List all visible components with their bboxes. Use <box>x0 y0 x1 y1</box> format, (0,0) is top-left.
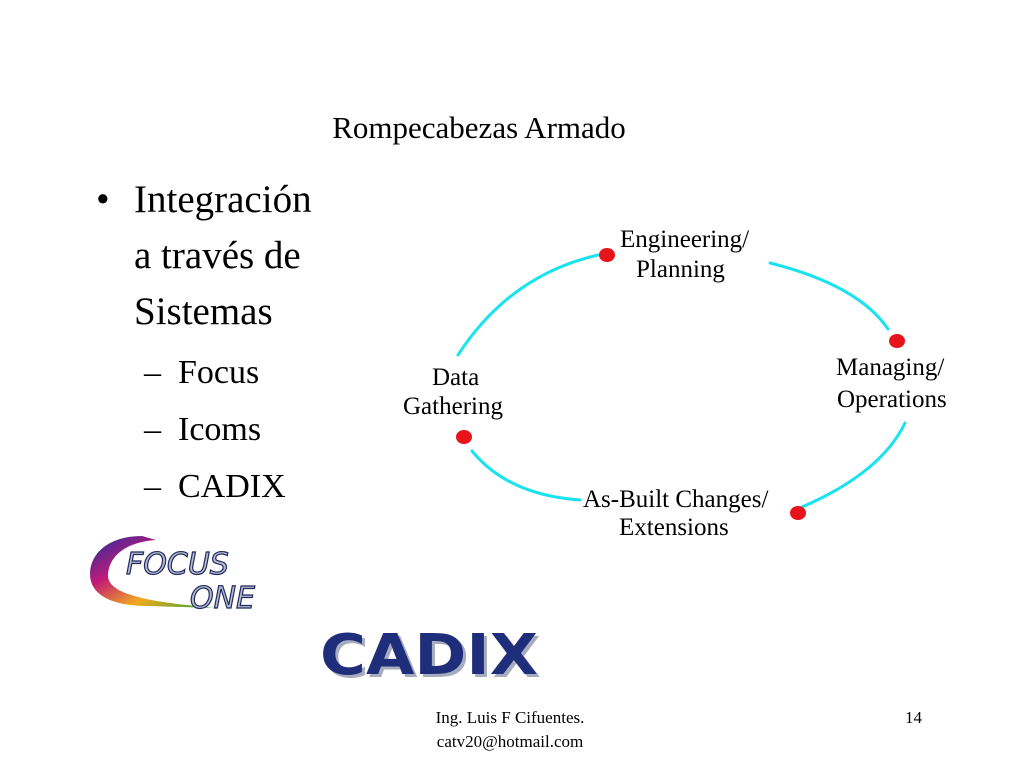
node-dot-data <box>456 430 472 444</box>
focus-logo-word-focus: FOCUS <box>126 547 229 582</box>
node-label-gathering: Gathering <box>403 393 503 420</box>
main-bullet-line-1: Integración <box>134 178 312 221</box>
main-bullet: • Integración a través de Sistemas <box>96 172 386 340</box>
node-label-managing: Managing/ <box>836 354 944 381</box>
node-dot-managing <box>889 334 905 348</box>
node-label-operations: Operations <box>837 386 947 413</box>
bullet-list: • Integración a través de Sistemas – Foc… <box>96 172 386 515</box>
node-label-extensions: Extensions <box>619 514 729 541</box>
footer-credit: Ing. Luis F Cifuentes. catv20@hotmail.co… <box>380 706 640 754</box>
node-label-engineering: Engineering/ <box>620 226 749 253</box>
node-label-data: Data <box>432 364 479 391</box>
dash-marker: – <box>144 411 161 448</box>
sub-bullet-icoms: – Icoms <box>96 401 386 458</box>
cycle-arc-top-left <box>456 253 600 357</box>
slide-title: Rompecabezas Armado <box>332 110 626 145</box>
dash-marker: – <box>144 468 161 505</box>
footer-email: catv20@hotmail.com <box>436 732 584 751</box>
cycle-arc-top-right <box>768 261 890 331</box>
sub-bullet-cadix: – CADIX <box>96 458 386 515</box>
cycle-arc-bottom-right <box>793 421 907 512</box>
footer-author: Ing. Luis F Cifuentes. <box>435 708 585 727</box>
cadix-logo-shadow: CADIX <box>323 626 541 682</box>
cadix-logo-text: CADIX <box>320 623 538 682</box>
node-label-asbuilt: As-Built Changes/ <box>583 486 768 513</box>
cycle-arc-bottom-left <box>470 449 582 502</box>
main-bullet-line-3: Sistemas <box>134 290 273 333</box>
bullet-dot: • <box>96 178 110 221</box>
focus-logo-word-one: ONE <box>190 581 255 614</box>
page-number: 14 <box>905 708 922 727</box>
node-label-planning: Planning <box>636 256 725 283</box>
sub-bullet-label: Focus <box>178 354 260 391</box>
cadix-logo: CADIX CADIX <box>320 623 541 682</box>
node-dot-asbuilt <box>790 506 806 520</box>
focus-one-logo: FOCUS ONE <box>90 536 256 614</box>
sub-bullet-label: Icoms <box>178 411 262 448</box>
sub-bullet-label: CADIX <box>178 468 286 505</box>
main-bullet-line-2: a través de <box>134 234 301 277</box>
dash-marker: – <box>144 354 161 391</box>
integration-cycle-diagram: Engineering/ Planning Managing/ Operatio… <box>403 226 947 541</box>
sub-bullet-focus: – Focus <box>96 344 386 401</box>
sub-bullet-list: – Focus – Icoms – CADIX <box>96 344 386 515</box>
node-dot-engineering <box>599 248 615 262</box>
